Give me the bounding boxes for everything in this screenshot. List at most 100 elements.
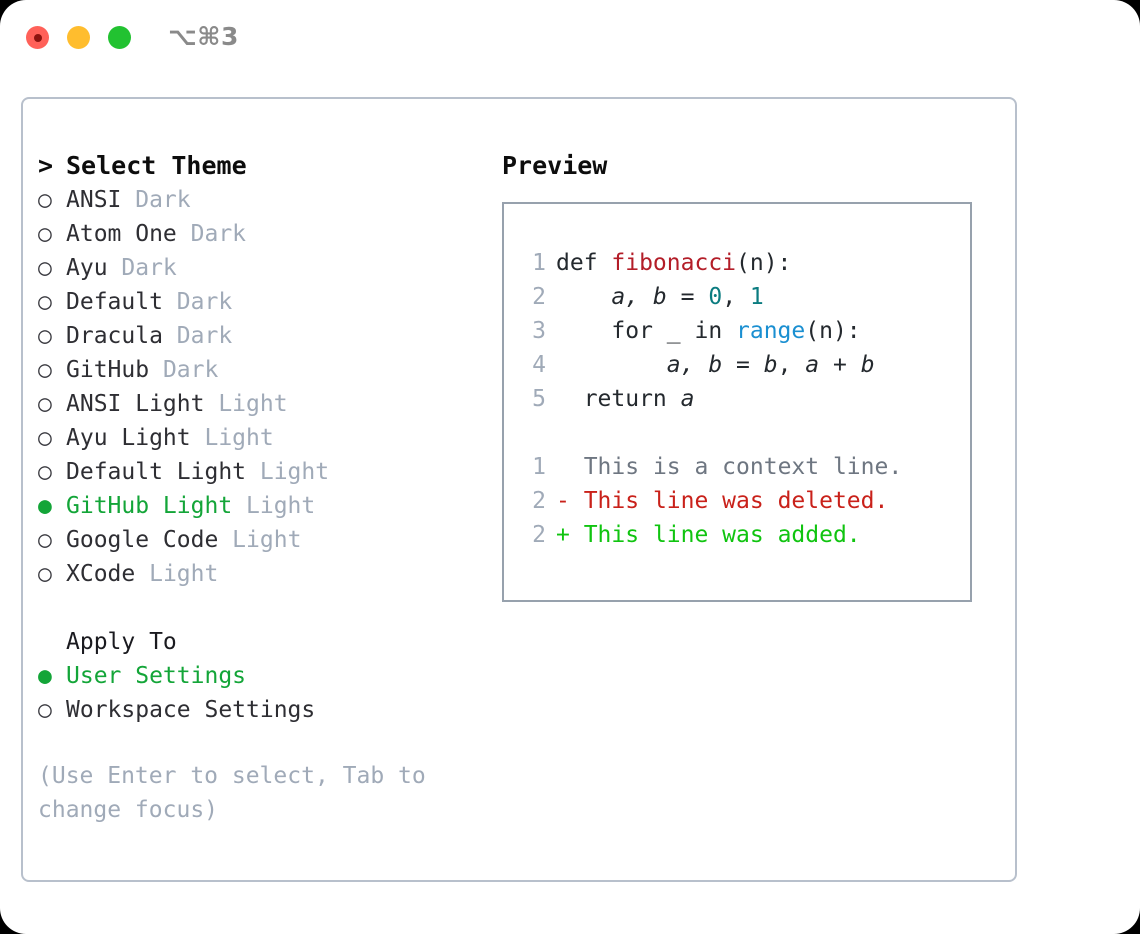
radio-selected-icon: ● (38, 663, 52, 689)
radio-unselected-icon: ○ (38, 425, 52, 451)
code-line: 4 a, b = b, a + b (516, 348, 964, 382)
line-number: 4 (532, 352, 546, 378)
theme-option-label: GitHub Light (66, 493, 233, 519)
radio-selected-icon: ● (38, 493, 52, 519)
line-number: 5 (532, 386, 546, 412)
line-number: 1 (532, 454, 546, 480)
radio-unselected-icon: ○ (38, 391, 52, 417)
theme-option-default[interactable]: ○Default Dark (38, 285, 478, 319)
code-token-plain (556, 284, 611, 310)
theme-option-xcode[interactable]: ○ XCode Light (38, 557, 478, 591)
code-token-var: b (763, 352, 778, 378)
theme-option-google-code[interactable]: ○ Google Code Light (38, 523, 478, 557)
apply-to-header-indent (38, 625, 66, 659)
list-gap (38, 591, 478, 625)
code-token-plain: (n): (736, 250, 792, 276)
theme-option-category: Light (190, 425, 274, 451)
diff-text: This line was added. (569, 522, 861, 548)
code-token-plain: (n): (805, 318, 861, 344)
theme-picker-panel: >Select Theme ○ANSI Dark○Atom One Dark○A… (38, 149, 478, 827)
diff-text: This is a context line. (569, 454, 903, 480)
theme-option-label: Google Code (66, 527, 219, 553)
apply-to-option-workspace-settings[interactable]: ○Workspace Settings (38, 693, 478, 727)
code-token-plain (556, 352, 667, 378)
theme-option-ayu[interactable]: ○Ayu Dark (38, 251, 478, 285)
code-token-plain: , (722, 284, 750, 310)
diff-line-deleted: 2- This line was deleted. (516, 484, 964, 518)
diff-text: This line was deleted. (569, 488, 889, 514)
radio-unselected-icon: ○ (38, 357, 52, 383)
theme-option-category: Light (218, 527, 302, 553)
theme-option-ansi[interactable]: ○ANSI Dark (38, 183, 478, 217)
apply-to-option-list: ● User Settings ○Workspace Settings (38, 659, 478, 727)
traffic-lights (26, 26, 131, 49)
line-number: 3 (532, 318, 546, 344)
code-diff-separator (516, 416, 964, 450)
apply-to-header: Apply To (38, 625, 478, 659)
radio-unselected-icon: ○ (38, 187, 52, 213)
preview-title: Preview (502, 151, 608, 180)
code-token-plain: return (556, 386, 681, 412)
theme-option-github[interactable]: ○GitHub Dark (38, 353, 478, 387)
radio-unselected-icon: ○ (38, 527, 52, 553)
theme-option-ayu-light[interactable]: ○ Ayu Light Light (38, 421, 478, 455)
line-number: 1 (532, 250, 546, 276)
radio-unselected-icon: ○ (38, 459, 52, 485)
theme-option-label: Dracula (66, 323, 163, 349)
theme-option-github-light[interactable]: ●GitHub Light Light (38, 489, 478, 523)
theme-option-category: Dark (162, 289, 233, 315)
theme-option-label: XCode (66, 561, 136, 587)
theme-option-label: Default (66, 289, 163, 315)
theme-option-category: Dark (162, 323, 233, 349)
theme-option-label: GitHub (66, 357, 150, 383)
radio-unselected-icon: ○ (38, 221, 52, 247)
code-token-var: b (860, 352, 875, 378)
theme-option-label: ANSI Light (66, 391, 205, 417)
theme-option-dracula[interactable]: ○ Dracula Dark (38, 319, 478, 353)
apply-to-option-user-settings[interactable]: ● User Settings (38, 659, 478, 693)
code-token-plain: def (556, 250, 612, 276)
theme-option-label: Ayu Light (66, 425, 191, 451)
diff-line-added: 2 + This line was added. (516, 518, 964, 552)
code-token-plain: for _ in (556, 318, 737, 344)
apply-to-option-label: User Settings (66, 663, 247, 689)
hint-gap (38, 727, 478, 759)
radio-unselected-icon: ○ (38, 323, 52, 349)
code-token-call: range (736, 318, 806, 344)
theme-option-category: Light (246, 459, 330, 485)
code-line: 1 def fibonacci(n): (516, 246, 964, 280)
code-line: 2 a, b = 0, 1 (516, 280, 964, 314)
code-line: 5 return a (516, 382, 964, 416)
theme-option-default-light[interactable]: ○ Default Light Light (38, 455, 478, 489)
diff-marker (556, 454, 570, 480)
code-token-plain: + (819, 352, 861, 378)
caret-icon: > (38, 151, 54, 180)
theme-option-label: Default Light (66, 459, 247, 485)
minimize-button-icon[interactable] (67, 26, 90, 49)
line-number: 2 (532, 522, 546, 548)
code-token-var: a, b (611, 284, 667, 310)
maximize-button-icon[interactable] (108, 26, 131, 49)
code-token-fn: fibonacci (611, 250, 737, 276)
theme-option-atom-one[interactable]: ○Atom One Dark (38, 217, 478, 251)
line-number: 2 (532, 284, 546, 310)
keyboard-shortcut-label: ⌥⌘3 (168, 22, 239, 51)
code-line: 3 for _ in range(n): (516, 314, 964, 348)
theme-option-ansi-light[interactable]: ○ANSI Light Light (38, 387, 478, 421)
code-token-num: 0 (708, 284, 723, 310)
radio-unselected-icon: ○ (38, 561, 52, 587)
diff-marker: - (556, 488, 570, 514)
diff-marker: + (556, 522, 570, 548)
theme-option-list: ○ANSI Dark○Atom One Dark○Ayu Dark○Defaul… (38, 183, 478, 591)
code-token-plain: = (722, 352, 764, 378)
close-button-icon[interactable] (26, 26, 49, 49)
theme-option-category: Dark (176, 221, 247, 247)
theme-option-category: Light (135, 561, 219, 587)
keyboard-hint-text: (Use Enter to select, Tab to change focu… (38, 763, 440, 823)
theme-option-label: ANSI (66, 187, 122, 213)
code-token-var: a (805, 352, 820, 378)
